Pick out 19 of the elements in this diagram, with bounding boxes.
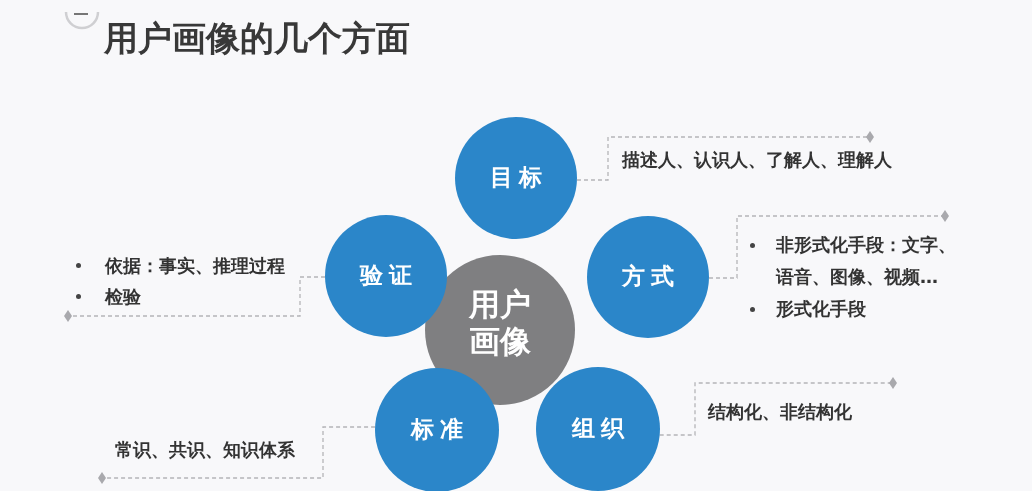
circle-label: 组织	[570, 415, 632, 443]
bullet-text: 依据：事实、推理过程	[105, 254, 285, 278]
circle-label: 方式	[620, 263, 682, 291]
connector-line	[98, 426, 376, 484]
connector-line	[708, 210, 949, 279]
bullet-text: 非形式化手段：文字、语音、图像、视频…	[776, 233, 957, 289]
bullet-text: 检验	[105, 285, 141, 309]
circle-label: 验证	[358, 262, 420, 290]
circle-label: 标准	[409, 416, 471, 444]
bullet-text: 形式化手段	[776, 297, 866, 321]
circle-label: 用户画像	[469, 285, 531, 361]
connector-line	[64, 276, 326, 322]
title: 用户画像的几个方面	[104, 17, 410, 60]
annotation-text: 结构化、非结构化	[708, 402, 852, 422]
connector-line	[576, 131, 874, 181]
connector-line	[659, 377, 897, 436]
annotation-text: 描述人、认识人、了解人、理解人	[622, 150, 892, 170]
circle-label: 目标	[488, 164, 550, 192]
annotation-text: 常识、共识、知识体系	[115, 440, 295, 460]
